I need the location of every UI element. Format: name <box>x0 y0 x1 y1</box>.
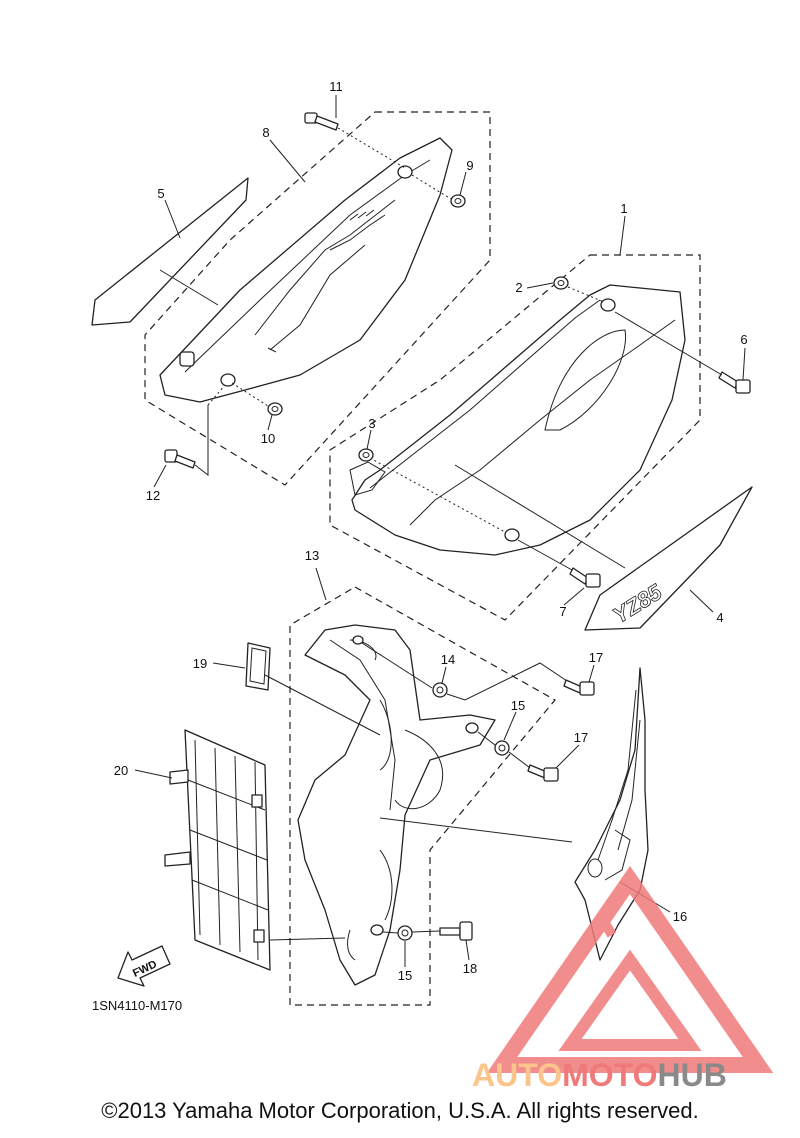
callout-17-lower: 17 <box>574 730 588 745</box>
callout-18: 18 <box>463 961 477 976</box>
callout-9: 9 <box>466 158 473 173</box>
drawing-code: 1SN4110-M170 <box>92 998 182 1013</box>
callout-17-upper: 17 <box>589 650 603 665</box>
watermark-auto: AUTO <box>472 1057 562 1093</box>
bolt-17-lower <box>508 751 559 782</box>
collar-15-upper <box>477 731 510 756</box>
bolt-17-upper <box>563 679 595 696</box>
callout-11: 11 <box>329 79 343 94</box>
decal-strip-5 <box>91 177 249 326</box>
callout-5: 5 <box>157 186 164 201</box>
callout-16: 16 <box>673 909 687 924</box>
copyright-notice: ©2013 Yamaha Motor Corporation, U.S.A. A… <box>101 1098 699 1123</box>
side-panel-upper-8 <box>159 137 453 403</box>
collar-14 <box>361 642 571 701</box>
bolt-12 <box>164 384 226 477</box>
group-outline-8 <box>144 111 491 486</box>
callout-2: 2 <box>515 280 522 295</box>
callout-6: 6 <box>740 332 747 347</box>
group-outline-1 <box>329 254 701 621</box>
watermark-moto: MOTO <box>562 1057 657 1093</box>
callout-20: 20 <box>114 763 128 778</box>
washer-2 <box>553 276 605 303</box>
callout-4: 4 <box>716 610 723 625</box>
callout-15-upper: 15 <box>511 698 525 713</box>
side-cover-main-1 <box>349 284 686 556</box>
callout-14: 14 <box>441 652 455 667</box>
bolt-11 <box>304 112 406 169</box>
washer-10 <box>231 382 283 416</box>
bolt-6 <box>614 311 751 394</box>
callout-10: 10 <box>261 431 275 446</box>
watermark-hub: HUB <box>657 1057 726 1093</box>
callout-15-lower: 15 <box>398 968 412 983</box>
bolt-18 <box>411 921 473 941</box>
watermark-logo <box>486 865 774 1073</box>
group-outline-13 <box>289 586 556 1006</box>
bolt-7 <box>517 539 601 588</box>
washer-9 <box>411 174 466 208</box>
callout-19: 19 <box>193 656 207 671</box>
callout-1: 1 <box>620 201 627 216</box>
washer-3 <box>358 448 374 462</box>
callout-3: 3 <box>368 416 375 431</box>
shroud-lower-13 <box>297 624 496 986</box>
callout-8: 8 <box>262 125 269 140</box>
callout-13: 13 <box>305 548 319 563</box>
radiator-louver-20 <box>164 729 346 971</box>
callout-7: 7 <box>559 604 566 619</box>
pad-19 <box>245 642 381 736</box>
collar-15-lower <box>382 925 413 941</box>
callout-12: 12 <box>146 488 160 503</box>
fwd-arrow-icon: FWD <box>117 945 171 987</box>
watermark-text: AUTOMOTOHUB <box>472 1057 727 1093</box>
